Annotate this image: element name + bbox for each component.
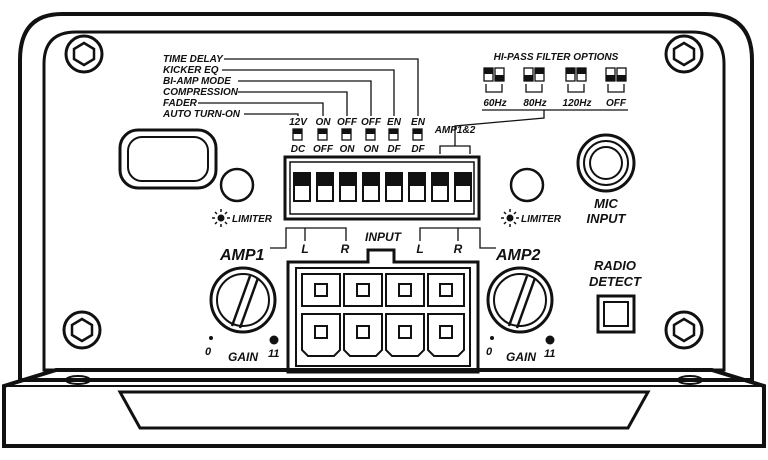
state-bottom-3: ON [340,144,356,155]
hipass-legend: HI-PASS FILTER OPTIONS 60Hz 80Hz 120Hz O… [482,52,628,111]
hipass-option-80hz: 80Hz [523,98,546,109]
state-bottom-4: ON [364,144,380,155]
limiter-led-left [219,167,255,203]
connector-pin [343,273,383,307]
connector-pin [343,313,383,357]
limiter-star-icon [501,209,519,227]
dip-switch[interactable] [362,172,380,202]
dip-switch[interactable] [293,172,311,202]
hipass-option-60hz: 60Hz [483,98,506,109]
hipass-switch-icon [523,67,545,82]
dip-switch-bank[interactable] [283,155,481,221]
amp1-title: AMP1 [219,247,265,264]
hipass-title: HI-PASS FILTER OPTIONS [494,52,619,63]
radio-detect-button[interactable] [596,294,636,334]
remote-port[interactable] [118,128,218,190]
gain-max-dot [269,335,279,345]
radio-label-line1: RADIO [594,258,636,273]
faceplate [42,30,726,372]
legend-compression: COMPRESSION [163,87,239,98]
legend-fader: FADER [163,98,198,109]
state-top-6: EN [411,117,426,128]
housing-outline [18,12,754,382]
state-top-1: 12V [289,117,308,128]
amp1-right-channel-label: R [341,242,350,256]
connector-pin [385,313,425,357]
dip-switch[interactable] [408,172,426,202]
hipass-option-120hz: 120Hz [563,98,592,109]
screw-icon [664,34,704,74]
connector-pin [385,273,425,307]
mic-input-jack[interactable] [576,133,636,193]
gain-min-dot [209,336,213,340]
legend-bi-amp-mode: BI-AMP MODE [163,76,231,87]
screw-icon [62,310,102,350]
amp1-gain-label: GAIN [228,350,258,364]
mini-switch-icon [292,128,423,141]
amp2-gain-label: GAIN [506,350,536,364]
switch-legend: TIME DELAY KICKER EQ BI-AMP MODE COMPRES… [162,54,419,120]
hipass-option-off: OFF [606,98,627,109]
dip-switch[interactable] [431,172,449,202]
limiter-label-right: LIMITER [521,214,562,225]
state-top-4: OFF [361,117,382,128]
hipass-switch-icon [483,67,505,82]
radio-label-line2: DETECT [589,274,642,289]
limiter-label-left: LIMITER [232,214,273,225]
state-bottom-2: OFF [313,144,334,155]
dip-switch[interactable] [339,172,357,202]
state-top-3: OFF [337,117,358,128]
amp1-gain-max: 11 [268,348,279,360]
base-heatsink [2,368,766,448]
legend-auto-turn-on: AUTO TURN-ON [162,109,241,120]
amp1-left-channel-label: L [301,242,308,256]
connector-pin [301,313,341,357]
input-label: INPUT [365,230,403,244]
state-bottom-5: DF [387,144,401,155]
remote-port-inner [127,136,209,182]
hipass-switch-icon [605,67,627,82]
hipass-switch-icon [565,67,587,82]
amp1-gain-knob[interactable] [209,266,277,334]
mic-label-line2: INPUT [587,211,627,226]
limiter-star-icon [212,209,230,227]
amp2-gain-min: 0 [486,346,493,358]
state-bottom-1: DC [291,144,306,155]
dip-switch[interactable] [454,172,472,202]
state-top-2: ON [316,117,332,128]
dip-switch[interactable] [385,172,403,202]
mic-label-line1: MIC [594,196,618,211]
amp1-gain-min: 0 [205,346,212,358]
amp2-left-channel-label: L [416,242,423,256]
state-top-5: EN [387,117,402,128]
amp2-gain-max: 11 [544,348,555,360]
screw-icon [64,34,104,74]
connector-pin [427,313,465,357]
legend-kicker-eq: KICKER EQ [163,65,219,76]
gain-min-dot [490,336,494,340]
switch-states: 12V ON OFF OFF EN EN DC OFF ON ON DF DF [289,117,426,155]
input-connector[interactable] [286,248,480,374]
connector-pin [427,273,465,307]
limiter-led-right [509,167,545,203]
screw-icon [664,310,704,350]
dip-switch[interactable] [316,172,334,202]
legend-time-delay: TIME DELAY [163,54,224,65]
amp2-gain-knob[interactable] [486,266,554,334]
gain-max-dot [545,335,555,345]
amp2-title: AMP2 [495,247,541,264]
connector-pin [301,273,341,307]
amp2-right-channel-label: R [454,242,463,256]
state-bottom-6: DF [411,144,425,155]
